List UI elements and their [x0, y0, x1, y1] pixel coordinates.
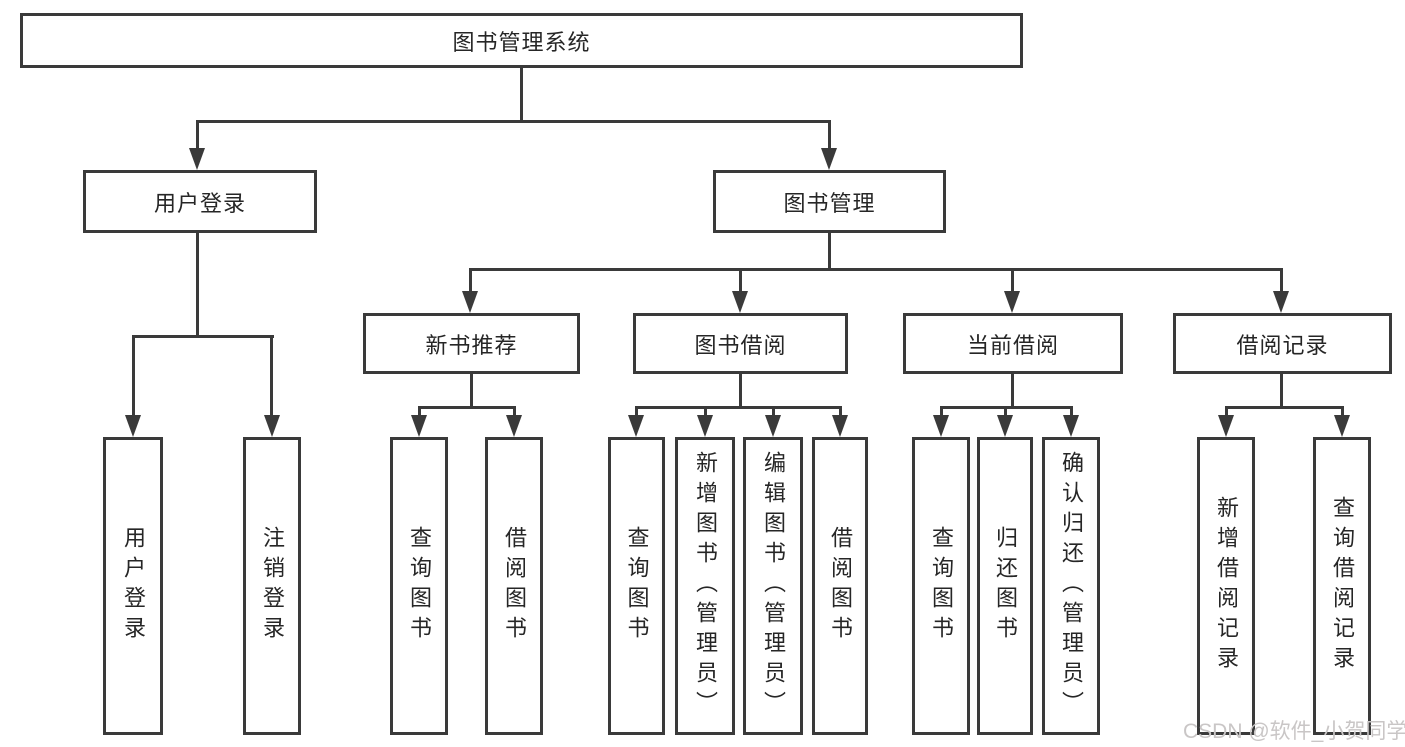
connector-book-management-drop-1 [469, 268, 472, 293]
arrow-down-icon [1063, 415, 1079, 437]
node-new-book-recommend: 新书推荐 [363, 313, 580, 374]
leaf-label: 确认归还（管理员） [1059, 451, 1084, 721]
node-borrow-records-label: 借阅记录 [1236, 332, 1329, 358]
arrow-down-icon [821, 148, 837, 170]
connector-drop [1070, 406, 1073, 418]
node-current-borrow: 当前借阅 [903, 313, 1123, 374]
arrow-down-icon [697, 415, 713, 437]
connector-drop [1004, 406, 1007, 418]
node-new-book-recommend-label: 新书推荐 [425, 332, 518, 358]
arrow-down-icon [264, 415, 280, 437]
connector-root-drop-left [196, 120, 199, 152]
leaf-query-books-borrow: 查询图书 [608, 437, 665, 735]
connector-book-management-drop-4 [1280, 268, 1283, 293]
connector-trunk [1011, 374, 1014, 409]
node-user-login-label: 用户登录 [153, 190, 246, 216]
connector-root-trunk [520, 68, 523, 120]
watermark: CSDN @软件_小贺同学 [1183, 720, 1405, 743]
leaf-user-login-label: 用户登录 [121, 526, 146, 646]
node-user-login: 用户登录 [83, 170, 317, 233]
leaf-label: 新增图书（管理员） [693, 451, 718, 721]
connector-book-management-trunk [828, 233, 831, 271]
leaf-query-books-recommend: 查询图书 [390, 437, 448, 735]
node-borrow-records: 借阅记录 [1173, 313, 1392, 374]
connector-drop [940, 406, 943, 418]
leaf-label: 借阅图书 [828, 526, 853, 646]
connector-user-login-drop-1 [132, 335, 135, 417]
connector-bar [635, 406, 842, 409]
arrow-down-icon [189, 148, 205, 170]
node-root-label: 图书管理系统 [452, 29, 591, 55]
node-current-borrow-label: 当前借阅 [966, 332, 1059, 358]
leaf-user-login: 用户登录 [103, 437, 163, 735]
arrow-down-icon [1273, 291, 1289, 313]
connector-user-login-trunk [196, 233, 199, 338]
leaf-add-books-admin: 新增图书（管理员） [675, 437, 735, 735]
leaf-edit-books-admin: 编辑图书（管理员） [743, 437, 803, 735]
leaf-label: 新增借阅记录 [1214, 496, 1239, 676]
leaf-return-books: 归还图书 [977, 437, 1033, 735]
leaf-logout: 注销登录 [243, 437, 301, 735]
connector-root-drop-right [828, 120, 831, 152]
leaf-label: 查询图书 [407, 526, 432, 646]
connector-bar [418, 406, 516, 409]
connector-book-management-drop-2 [739, 268, 742, 293]
connector-trunk [739, 374, 742, 409]
connector-drop [418, 406, 421, 418]
connector-drop [513, 406, 516, 418]
connector-drop [704, 406, 707, 418]
node-book-management-label: 图书管理 [783, 190, 876, 216]
connector-user-login-drop-2 [270, 335, 273, 417]
arrow-down-icon [506, 415, 522, 437]
connector-book-management-bar [469, 268, 1283, 271]
connector-trunk [470, 374, 473, 409]
arrow-down-icon [125, 415, 141, 437]
arrow-down-icon [997, 415, 1013, 437]
connector-book-management-drop-3 [1011, 268, 1014, 293]
arrow-down-icon [1004, 291, 1020, 313]
arrow-down-icon [732, 291, 748, 313]
leaf-borrow-books: 借阅图书 [812, 437, 868, 735]
leaf-label: 借阅图书 [502, 526, 527, 646]
arrow-down-icon [1334, 415, 1350, 437]
node-root: 图书管理系统 [20, 13, 1023, 68]
arrow-down-icon [1218, 415, 1234, 437]
connector-user-login-bar [132, 335, 274, 338]
leaf-label: 查询图书 [624, 526, 650, 646]
node-book-borrow-label: 图书借阅 [694, 332, 787, 358]
connector-drop [1225, 406, 1228, 418]
leaf-logout-label: 注销登录 [260, 526, 285, 646]
connector-drop [839, 406, 842, 418]
leaf-label: 归还图书 [993, 526, 1018, 646]
leaf-confirm-return-admin: 确认归还（管理员） [1042, 437, 1100, 735]
leaf-query-books-current: 查询图书 [912, 437, 970, 735]
connector-bar [1225, 406, 1344, 409]
arrow-down-icon [462, 291, 478, 313]
node-book-borrow: 图书借阅 [633, 313, 848, 374]
arrow-down-icon [933, 415, 949, 437]
connector-drop [772, 406, 775, 418]
connector-drop [1341, 406, 1344, 418]
leaf-label: 编辑图书（管理员） [761, 451, 786, 721]
leaf-label: 查询借阅记录 [1330, 496, 1355, 676]
node-book-management: 图书管理 [713, 170, 946, 233]
connector-drop [635, 406, 638, 418]
connector-trunk [1280, 374, 1283, 409]
leaf-label: 查询图书 [929, 526, 954, 646]
arrow-down-icon [411, 415, 427, 437]
leaf-borrow-books-recommend: 借阅图书 [485, 437, 543, 735]
arrow-down-icon [765, 415, 781, 437]
leaf-query-borrow-record: 查询借阅记录 [1313, 437, 1371, 735]
connector-root-bar [196, 120, 831, 123]
leaf-add-borrow-record: 新增借阅记录 [1197, 437, 1255, 735]
arrow-down-icon [628, 415, 644, 437]
arrow-down-icon [832, 415, 848, 437]
